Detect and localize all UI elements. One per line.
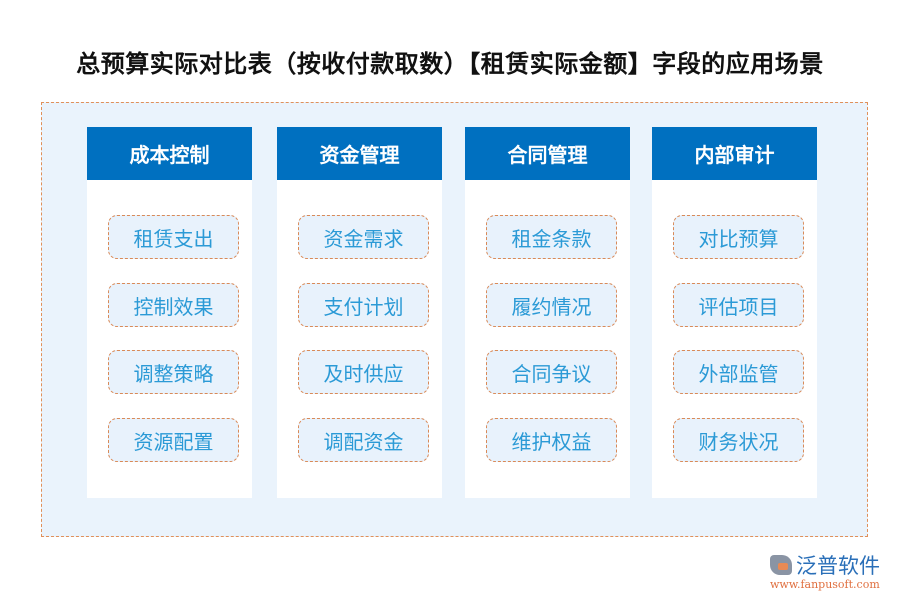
column-header: 合同管理 bbox=[465, 127, 630, 180]
item-box: 租赁支出 bbox=[108, 215, 239, 259]
column-2: 资金管理资金需求支付计划及时供应调配资金 bbox=[277, 127, 442, 498]
item-box: 对比预算 bbox=[673, 215, 804, 259]
column-header: 成本控制 bbox=[87, 127, 252, 180]
logo: 泛普软件 www.fanpusoft.com bbox=[770, 550, 895, 591]
column-header: 内部审计 bbox=[652, 127, 817, 180]
item-box: 及时供应 bbox=[298, 350, 429, 394]
logo-icon bbox=[770, 555, 792, 575]
page-title: 总预算实际对比表（按收付款取数）【租赁实际金额】字段的应用场景 bbox=[76, 49, 824, 78]
item-box: 调配资金 bbox=[298, 418, 429, 462]
item-box: 外部监管 bbox=[673, 350, 804, 394]
logo-brand: 泛普软件 bbox=[796, 554, 880, 578]
item-box: 调整策略 bbox=[108, 350, 239, 394]
column-header: 资金管理 bbox=[277, 127, 442, 180]
item-box: 维护权益 bbox=[486, 418, 617, 462]
column-3: 合同管理租金条款履约情况合同争议维护权益 bbox=[465, 127, 630, 498]
item-box: 资源配置 bbox=[108, 418, 239, 462]
item-box: 履约情况 bbox=[486, 283, 617, 327]
item-box: 资金需求 bbox=[298, 215, 429, 259]
item-box: 财务状况 bbox=[673, 418, 804, 462]
item-box: 评估项目 bbox=[673, 283, 804, 327]
item-box: 合同争议 bbox=[486, 350, 617, 394]
item-box: 租金条款 bbox=[486, 215, 617, 259]
item-box: 支付计划 bbox=[298, 283, 429, 327]
column-4: 内部审计对比预算评估项目外部监管财务状况 bbox=[652, 127, 817, 498]
logo-url: www.fanpusoft.com bbox=[770, 578, 880, 591]
item-box: 控制效果 bbox=[108, 283, 239, 327]
column-1: 成本控制租赁支出控制效果调整策略资源配置 bbox=[87, 127, 252, 498]
